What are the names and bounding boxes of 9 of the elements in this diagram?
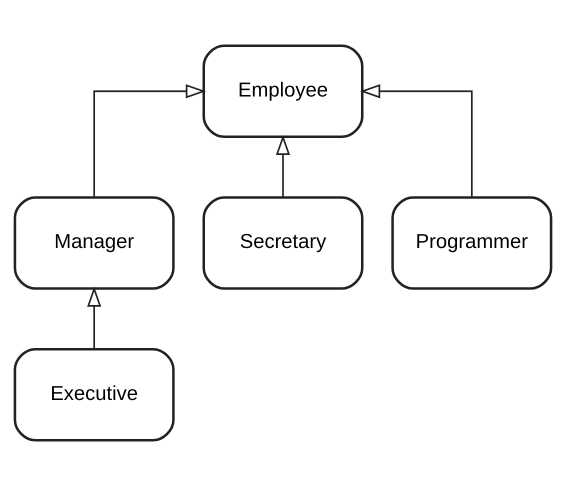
node-box: Programmer — [391, 196, 552, 290]
arrow — [93, 84, 206, 198]
arrow — [360, 84, 473, 198]
node-box: Executive — [14, 348, 175, 442]
arrow — [87, 286, 102, 350]
arrow — [276, 134, 290, 198]
node-box: Secretary — [202, 196, 364, 290]
node-box: Manager — [14, 196, 175, 290]
node-box: Employee — [202, 44, 364, 138]
